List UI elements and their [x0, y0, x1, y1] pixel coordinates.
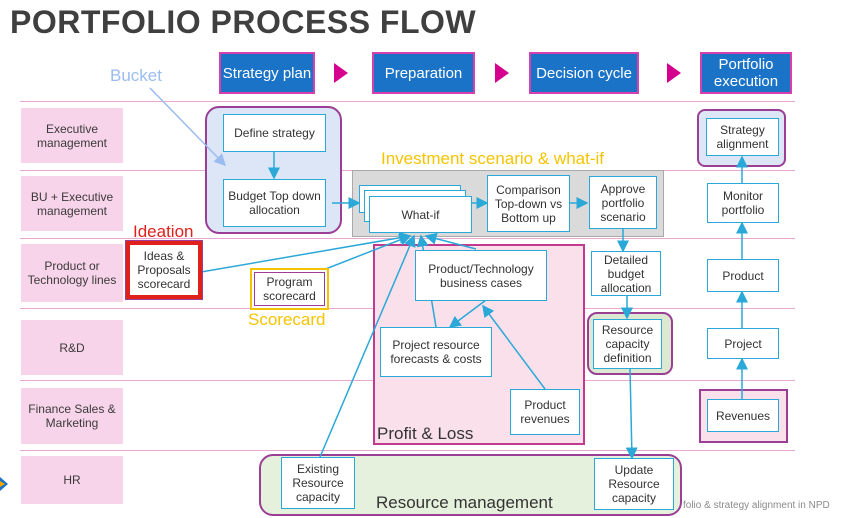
- arrow-right-icon: [495, 63, 509, 83]
- edge-existing-whatif: [319, 234, 416, 458]
- phase-decision-cycle: Decision cycle: [529, 52, 639, 94]
- product-business-cases-box: Product/Technology business cases: [415, 250, 547, 301]
- monitor-portfolio-box: Monitor portfolio: [707, 183, 779, 223]
- row-divider: [20, 450, 795, 451]
- resource-capacity-definition-box: Resource capacity definition: [593, 319, 662, 369]
- project-box: Project: [707, 328, 779, 359]
- define-strategy-box: Define strategy: [223, 114, 326, 152]
- detailed-budget-box: Detailed budget allocation: [591, 251, 661, 296]
- approve-scenario-box: Approve portfolio scenario: [589, 176, 657, 229]
- edge-rescap-update: [625, 368, 638, 460]
- project-resource-box: Project resource forecasts & costs: [380, 327, 492, 377]
- phase-preparation: Preparation: [372, 52, 475, 94]
- edge-revenues-business: [482, 304, 546, 390]
- page-title: PORTFOLIO PROCESS FLOW: [10, 4, 477, 40]
- what-if-box: What-if: [369, 196, 472, 233]
- strategy-alignment-box: Strategy alignment: [706, 118, 779, 156]
- revenues-box: Revenues: [707, 399, 779, 432]
- row-label-bu-executive: BU + Executive management: [21, 176, 123, 231]
- scorecard-label: Scorecard: [248, 310, 326, 329]
- row-label-rnd: R&D: [21, 320, 123, 375]
- comparison-box: Comparison Top-down vs Bottom up: [487, 175, 570, 232]
- program-scorecard-box: Program scorecard: [250, 268, 329, 310]
- row-label-executive: Executive management: [21, 108, 123, 163]
- product-box: Product: [707, 259, 779, 292]
- budget-top-down-box: Budget Top down allocation: [223, 179, 326, 227]
- update-resource-box: Update Resource capacity: [594, 458, 674, 510]
- row-label-product-lines: Product or Technology lines: [21, 244, 123, 302]
- phase-strategy-plan: Strategy plan: [219, 52, 315, 94]
- ideation-label: Ideation: [133, 222, 194, 241]
- phase-portfolio-execution: Portfolio execution: [700, 52, 792, 94]
- arrow-right-icon: [667, 63, 681, 83]
- edge-business-resource: [448, 299, 487, 328]
- product-revenues-box: Product revenues: [510, 389, 580, 435]
- existing-resource-box: Existing Resource capacity: [281, 457, 355, 509]
- row-label-hr: HR: [21, 456, 123, 504]
- logo-icon: [0, 477, 8, 491]
- row-label-finance: Finance Sales & Marketing: [21, 388, 123, 444]
- bucket-label: Bucket: [110, 66, 162, 85]
- bucket-pointer: [149, 87, 227, 167]
- arrow-right-icon: [334, 63, 348, 83]
- footer-text: folio & strategy alignment in NPD: [683, 500, 830, 511]
- investment-scenario-label: Investment scenario & what-if: [381, 149, 604, 168]
- edge-business-whatif: [424, 232, 477, 250]
- row-divider: [20, 101, 795, 102]
- edge-ideas-whatif: [200, 231, 412, 273]
- profit-loss-label: Profit & Loss: [377, 424, 474, 443]
- ideas-proposals-box: Ideas & Proposals scorecard: [125, 240, 203, 300]
- resource-management-label: Resource management: [376, 493, 553, 512]
